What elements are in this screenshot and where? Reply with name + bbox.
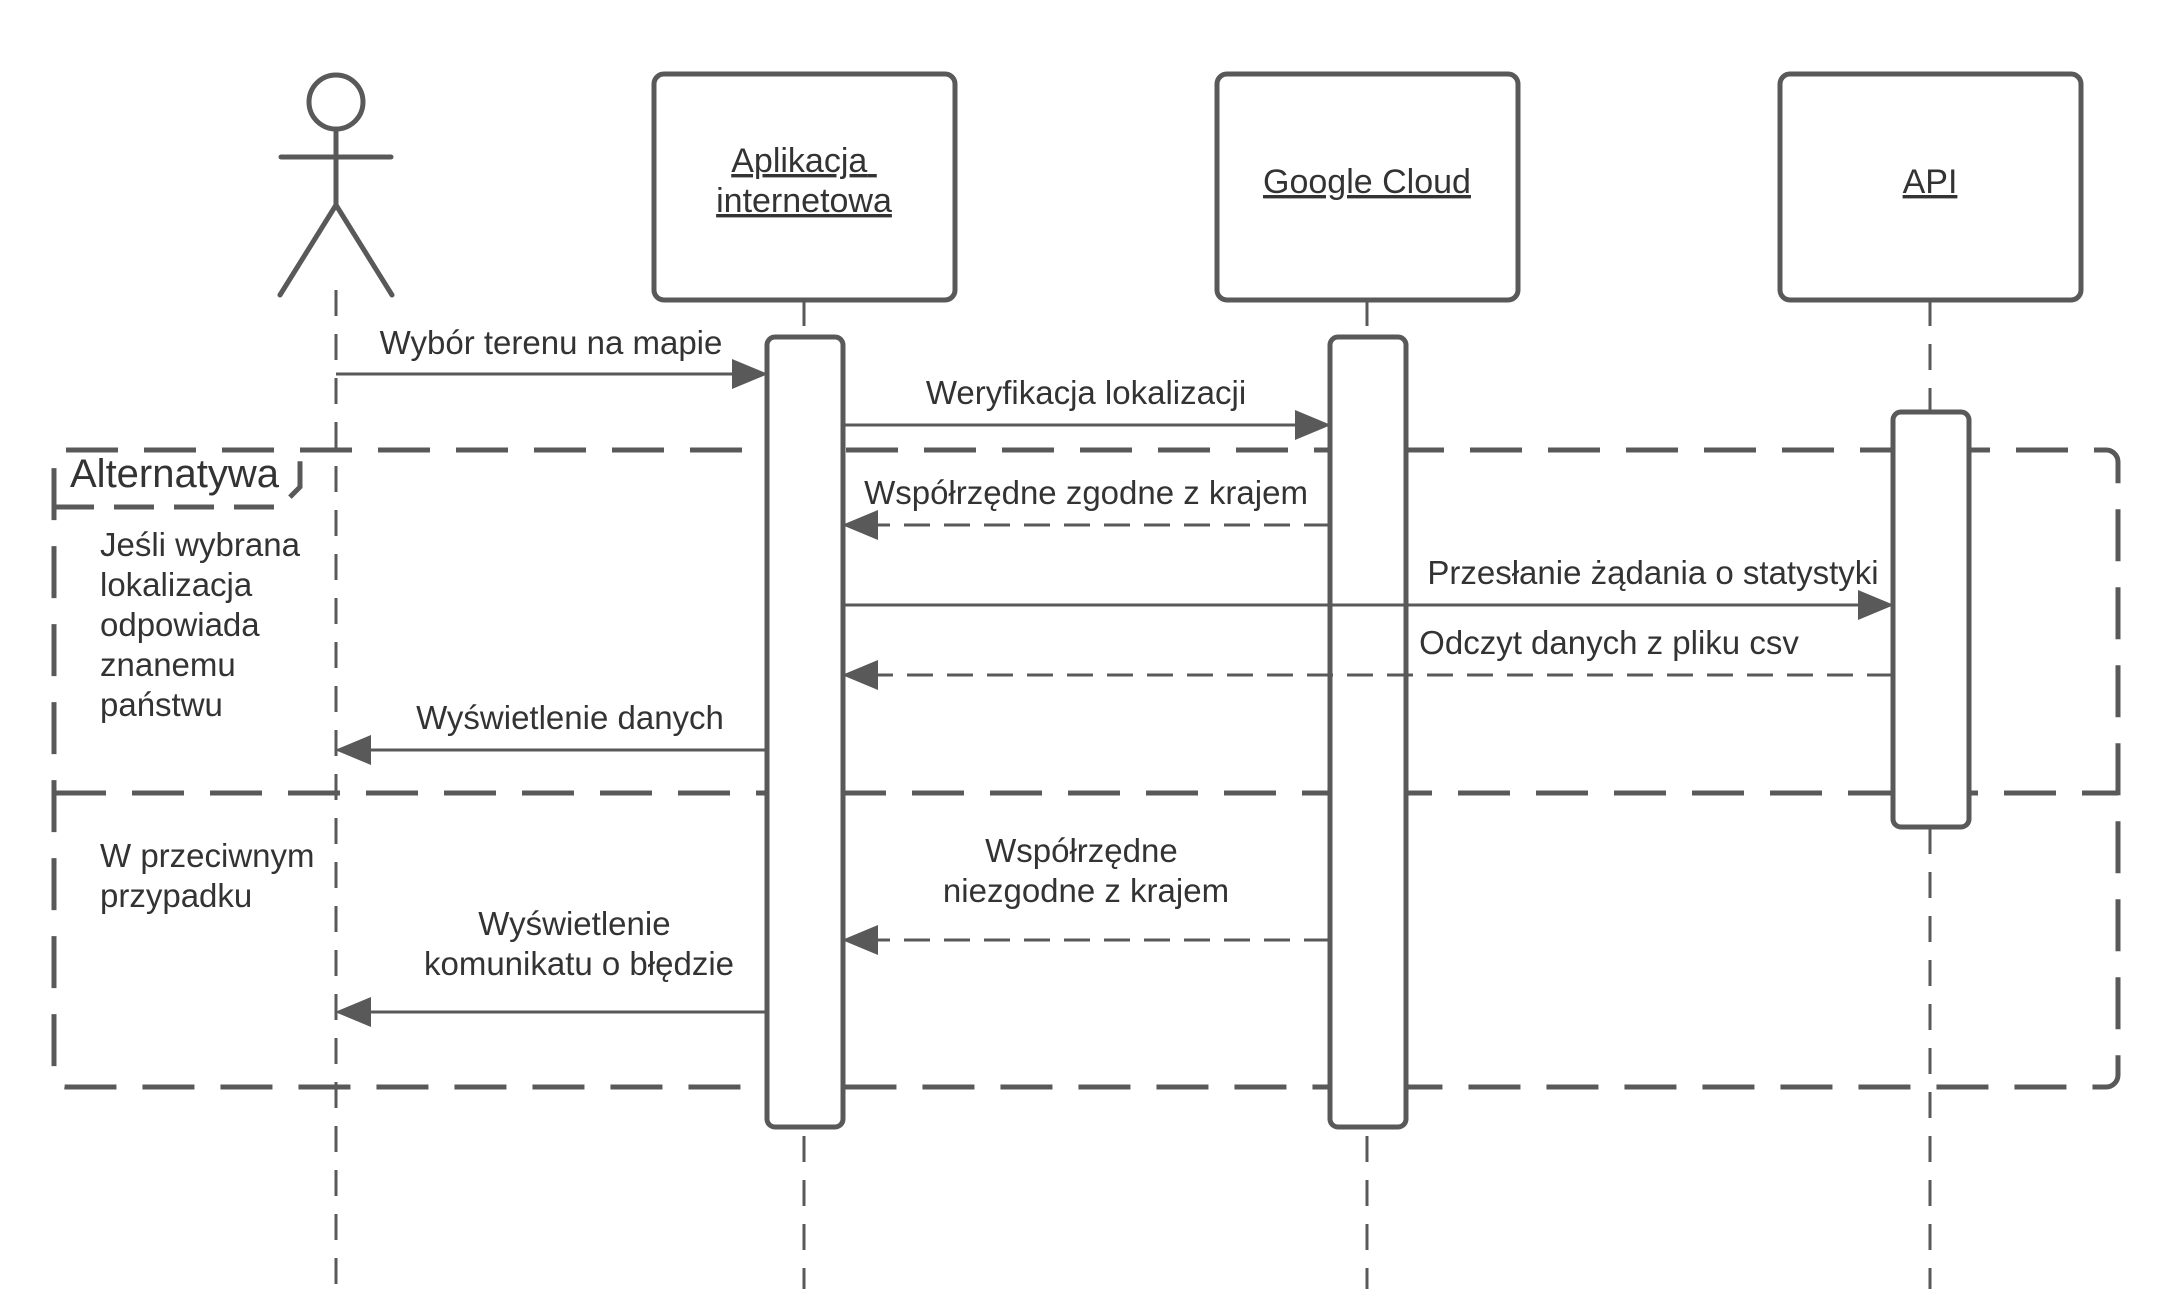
message-label-m1: Wybór terenu na mapie [380,324,723,361]
message-label-m8: Wyświetlenie komunikatu o błędzie [424,905,734,982]
activation-api [1890,409,1972,830]
alt-fragment-title-tab [54,450,303,510]
message-label-m7: Współrzędne niezgodne z krajem [943,832,1229,909]
message-label-m2: Weryfikacja lokalizacji [926,374,1246,411]
actor-icon [277,72,395,298]
participant-gcloud-label: Google Cloud [1263,163,1471,201]
message-label-m3: Współrzędne zgodne z krajem [864,474,1308,511]
guard-condition-1: Jeśli wybrana lokalizacja odpowiada znan… [100,526,309,723]
participant-api-box [1777,71,2084,303]
participant-api-label: API [1903,163,1958,201]
activation-app [764,334,846,1130]
activation-gcloud [1327,334,1409,1130]
message-label-m4: Przesłanie żądania o statystyki [1427,554,1878,591]
participant-gcloud-box [1214,71,1521,303]
participant-app-box [651,71,958,303]
guard-condition-2: W przeciwnym przypadku [100,837,324,914]
participant-app-label: Aplikacja internetowa [716,142,892,220]
message-label-m5: Odczyt danych z pliku csv [1419,624,1799,661]
alt-fragment-frame [51,447,2121,1090]
alt-fragment-title: Alternatywa [70,452,280,496]
message-label-m6: Wyświetlenie danych [416,699,724,736]
